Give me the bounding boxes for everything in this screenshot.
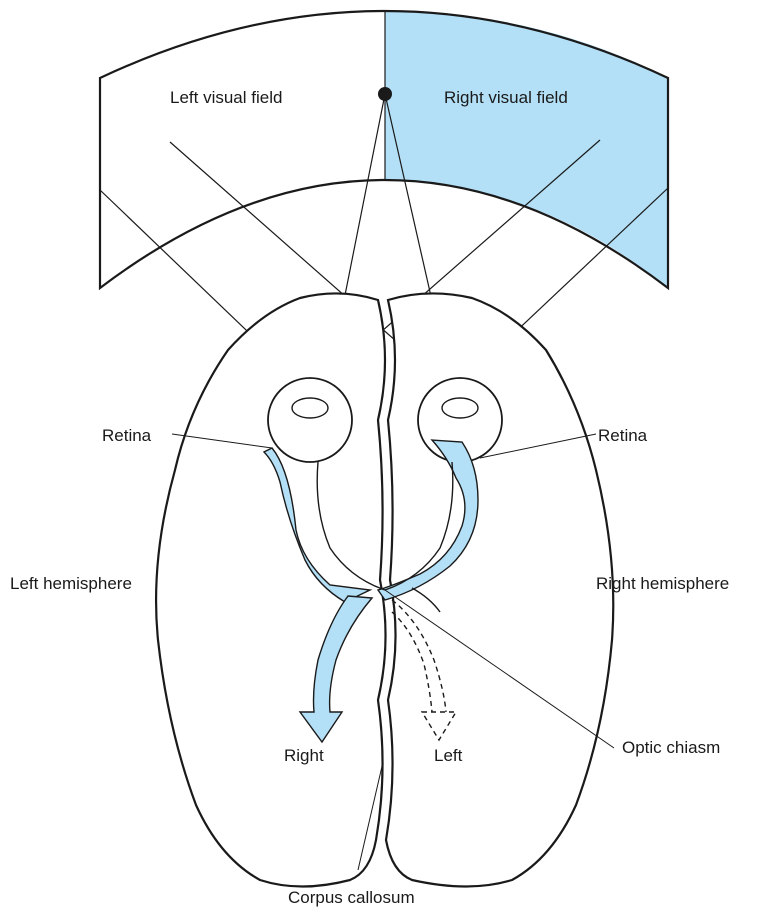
- right-label: Right: [284, 746, 324, 766]
- optic-chiasm-label: Optic chiasm: [622, 738, 720, 758]
- corpus-callosum-label: Corpus callosum: [288, 888, 415, 908]
- visual-field-panel: [100, 10, 668, 288]
- fixation-point: [378, 87, 392, 101]
- left-label: Left: [434, 746, 462, 766]
- right-eye-lens: [442, 398, 478, 418]
- retina-left-label: Retina: [102, 426, 151, 446]
- right-visual-field-region: [385, 10, 668, 288]
- left-eye-lens: [292, 398, 328, 418]
- right-visual-field-label: Right visual field: [444, 88, 568, 108]
- retina-right-label: Retina: [598, 426, 647, 446]
- left-eye: [268, 378, 352, 462]
- right-hemisphere-outline: [386, 293, 613, 886]
- left-hemisphere-label: Left hemisphere: [10, 574, 132, 594]
- right-hemisphere-label: Right hemisphere: [596, 574, 729, 594]
- left-visual-field-label: Left visual field: [170, 88, 282, 108]
- left-visual-field-region: [100, 10, 385, 288]
